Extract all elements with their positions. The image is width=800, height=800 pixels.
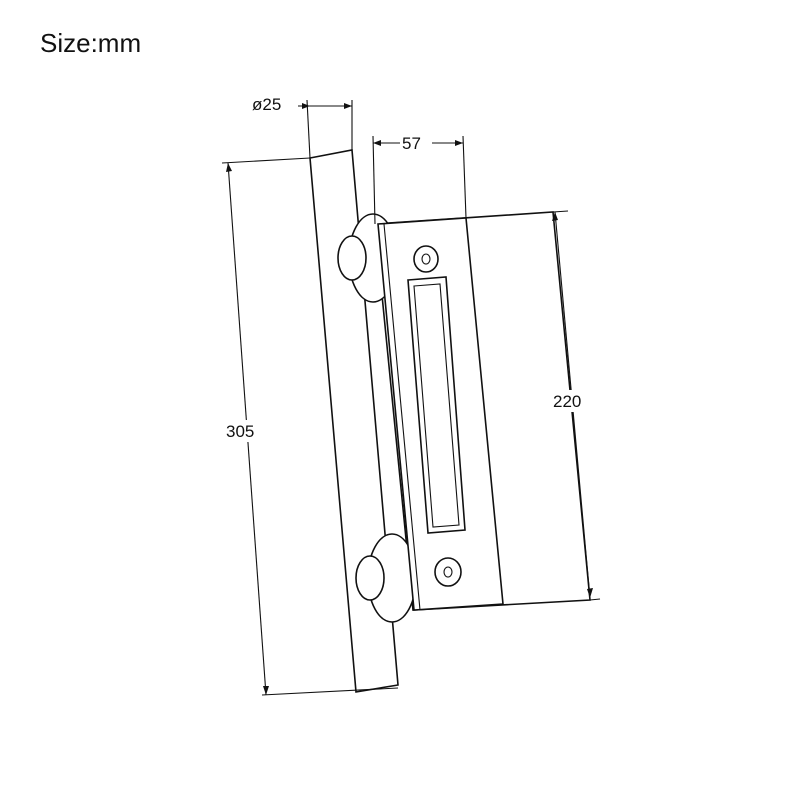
width-label: 57: [402, 134, 421, 153]
plate-height-arrow-top: [552, 212, 558, 221]
dimension-width: 57: [372, 133, 467, 225]
size-unit-label: Size:mm: [40, 28, 142, 58]
diameter-arrow-left: [302, 103, 310, 109]
length-label: 305: [226, 422, 254, 441]
plate-height-extension-top: [552, 210, 569, 213]
width-label-background: [400, 133, 432, 153]
length-extension-top: [221, 157, 311, 164]
width-extension-right: [462, 135, 467, 219]
length-extension-bottom: [261, 687, 399, 696]
front-plate-edge-line: [383, 223, 421, 611]
width-extension-left: [372, 135, 376, 225]
screw-bottom-socket: [443, 566, 453, 578]
standoff-bottom: [355, 533, 417, 623]
length-arrow-top: [226, 163, 232, 172]
handle-bar-outline: [309, 149, 399, 693]
plate-height-extension-bottom: [589, 598, 601, 601]
width-arrow-left: [373, 140, 381, 146]
front-plate-outline: [377, 217, 504, 611]
length-label-background: [224, 420, 266, 442]
screw-bottom-head: [434, 557, 462, 587]
screw-bottom: [434, 557, 462, 587]
screw-top-head: [413, 245, 439, 273]
dimension-diameter: ø25: [252, 95, 353, 159]
plate-height-arrow-bottom: [587, 588, 593, 598]
front-plate: [377, 217, 504, 611]
diameter-label: ø25: [252, 95, 281, 114]
screw-top-socket: [421, 253, 431, 265]
standoff-top-inner: [337, 235, 367, 281]
dimension-plate-height: 220: [552, 210, 601, 601]
front-plate-slot-inner: [413, 283, 460, 528]
diameter-arrow-right: [344, 103, 352, 109]
width-arrow-right: [455, 140, 463, 146]
dimension-total-length: 305: [221, 157, 399, 696]
handle-bar: [309, 149, 399, 693]
standoff-bottom-inner: [355, 555, 385, 601]
length-arrow-bottom: [263, 686, 269, 695]
diameter-extension-left: [306, 99, 311, 159]
plate-height-label-background: [552, 390, 594, 412]
front-plate-slot-outer: [407, 276, 466, 534]
screw-top: [413, 245, 439, 273]
plate-height-label: 220: [553, 392, 581, 411]
